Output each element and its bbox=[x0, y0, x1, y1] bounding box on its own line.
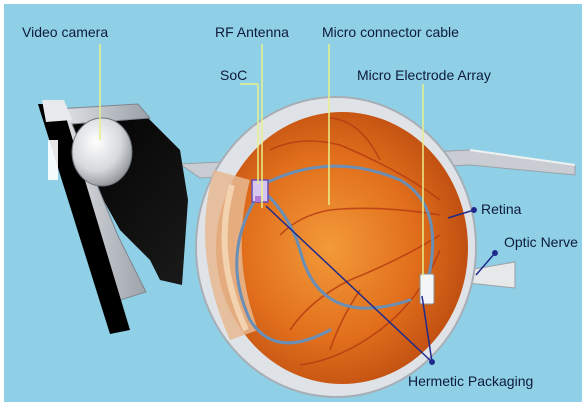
label-optic-nerve: Optic Nerve bbox=[504, 234, 578, 250]
frame-highlight bbox=[48, 140, 58, 180]
label-hermetic-packaging: Hermetic Packaging bbox=[408, 373, 533, 389]
label-micro-connector-cable: Micro connector cable bbox=[322, 24, 459, 40]
label-retina: Retina bbox=[481, 201, 521, 217]
label-video-camera: Video camera bbox=[22, 24, 108, 40]
pointer-retina-dot bbox=[472, 208, 476, 212]
rf-antenna-module bbox=[255, 196, 261, 202]
pointer-optic-nerve-dot bbox=[493, 251, 497, 255]
label-micro-electrode-array: Micro Electrode Array bbox=[357, 67, 491, 83]
video-camera-body bbox=[72, 118, 132, 186]
label-rf-antenna: RF Antenna bbox=[215, 24, 289, 40]
label-soc: SoC bbox=[220, 67, 247, 83]
eye-fundus bbox=[216, 112, 468, 384]
pointer-hermetic-dot bbox=[430, 360, 434, 364]
